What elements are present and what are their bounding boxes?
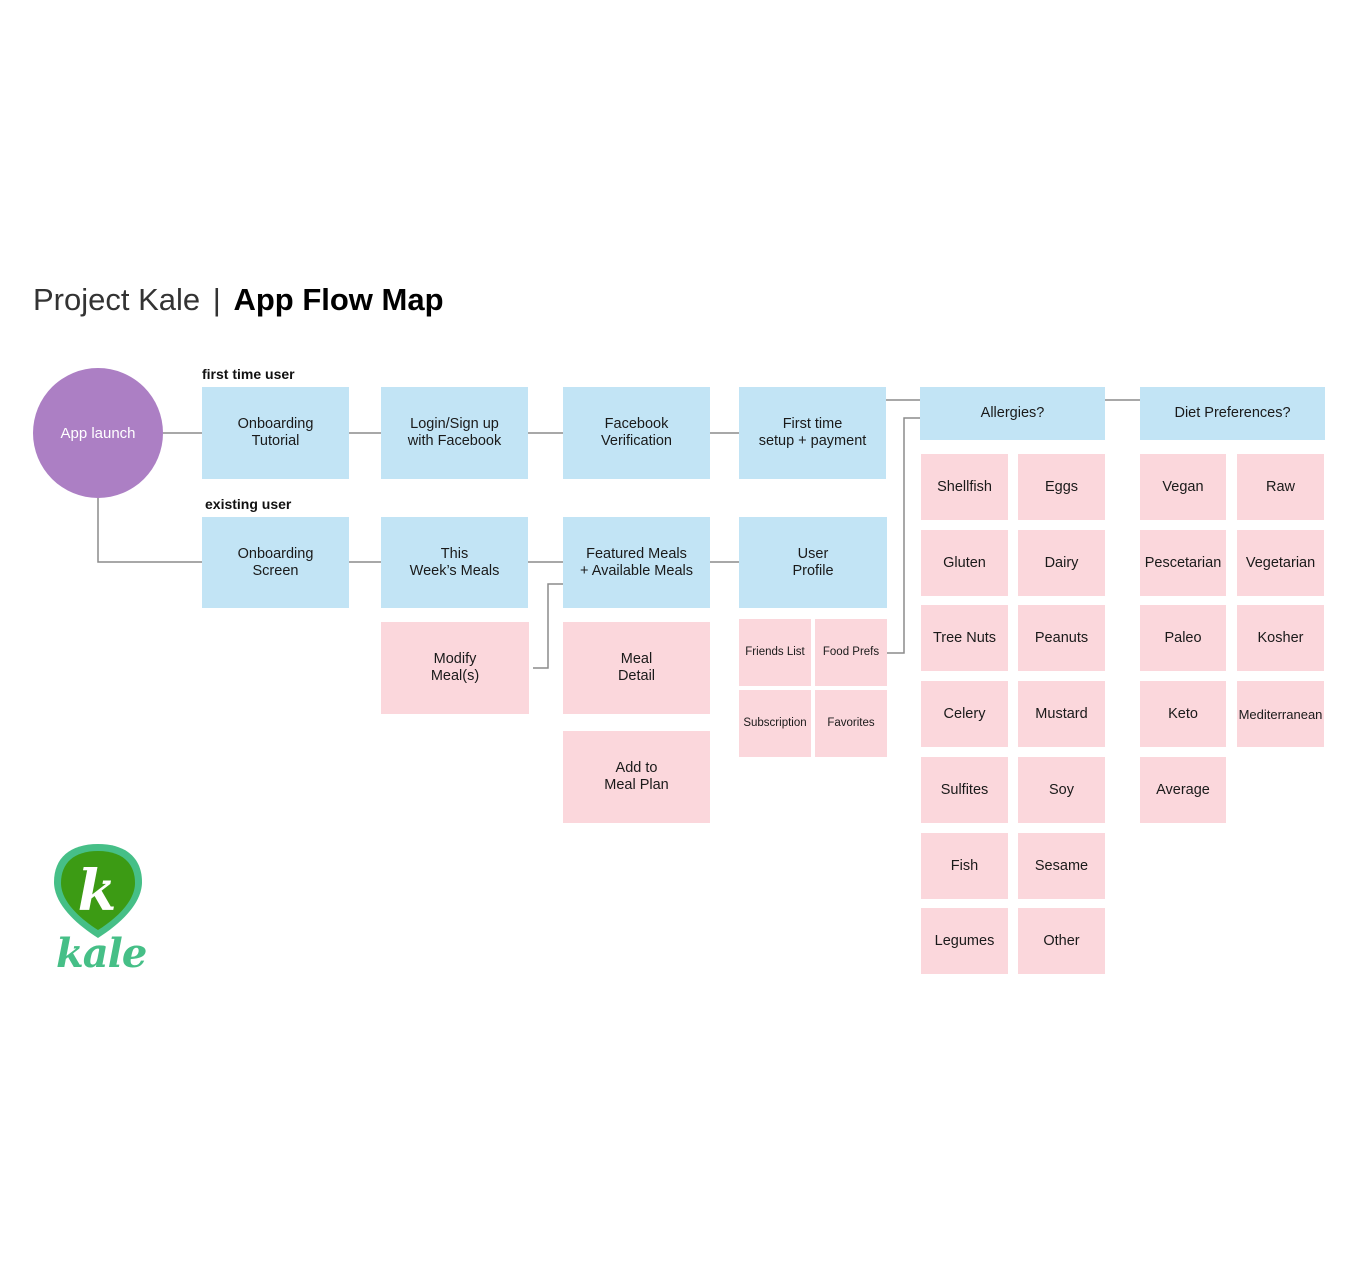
onboarding-tutorial-node: Onboarding Tutorial (202, 387, 349, 479)
diet-preferences-node: Diet Preferences? (1140, 387, 1325, 440)
logo-wordmark: kale (56, 930, 147, 977)
label-first-time-user: first time user (202, 366, 295, 382)
add-to-meal-plan-node: Add to Meal Plan (563, 731, 710, 823)
diet-option: Mediterranean (1237, 681, 1324, 747)
title-main: App Flow Map (233, 282, 444, 317)
title-separator: | (212, 282, 221, 317)
allergies-node: Allergies? (920, 387, 1105, 440)
diet-option: Kosher (1237, 605, 1324, 671)
allergy-option: Sulfites (921, 757, 1008, 823)
login-facebook-node: Login/Sign up with Facebook (381, 387, 528, 479)
onboarding-screen-node: Onboarding Screen (202, 517, 349, 608)
allergy-option: Fish (921, 833, 1008, 899)
label-existing-user: existing user (205, 496, 292, 512)
subscription-node: Subscription (739, 690, 811, 757)
allergy-option: Peanuts (1018, 605, 1105, 671)
allergy-option: Other (1018, 908, 1105, 974)
diet-option: Vegetarian (1237, 530, 1324, 596)
allergy-option: Dairy (1018, 530, 1105, 596)
page-title: Project Kale | App Flow Map (33, 280, 444, 320)
first-time-setup-node: First time setup + payment (739, 387, 886, 479)
allergy-option: Eggs (1018, 454, 1105, 520)
app-launch-node: App launch (33, 368, 163, 498)
this-weeks-meals-node: This Week’s Meals (381, 517, 528, 608)
diet-option: Paleo (1140, 605, 1226, 671)
meal-detail-node: Meal Detail (563, 622, 710, 714)
diet-option: Average (1140, 757, 1226, 823)
title-project: Project Kale (33, 282, 201, 317)
diet-option: Keto (1140, 681, 1226, 747)
allergy-option: Sesame (1018, 833, 1105, 899)
allergy-option: Gluten (921, 530, 1008, 596)
friends-list-node: Friends List (739, 619, 811, 686)
modify-meals-node: Modify Meal(s) (381, 622, 529, 714)
diet-option: Vegan (1140, 454, 1226, 520)
diet-option: Pescetarian (1140, 530, 1226, 596)
food-prefs-node: Food Prefs (815, 619, 887, 686)
facebook-verification-node: Facebook Verification (563, 387, 710, 479)
user-profile-node: User Profile (739, 517, 887, 608)
allergy-option: Celery (921, 681, 1008, 747)
logo-letter: k (78, 858, 117, 924)
allergy-option: Tree Nuts (921, 605, 1008, 671)
diet-option: Raw (1237, 454, 1324, 520)
allergy-option: Legumes (921, 908, 1008, 974)
allergy-option: Shellfish (921, 454, 1008, 520)
kale-logo-icon: k (54, 844, 142, 938)
featured-meals-node: Featured Meals + Available Meals (563, 517, 710, 608)
allergy-option: Mustard (1018, 681, 1105, 747)
allergy-option: Soy (1018, 757, 1105, 823)
favorites-node: Favorites (815, 690, 887, 757)
